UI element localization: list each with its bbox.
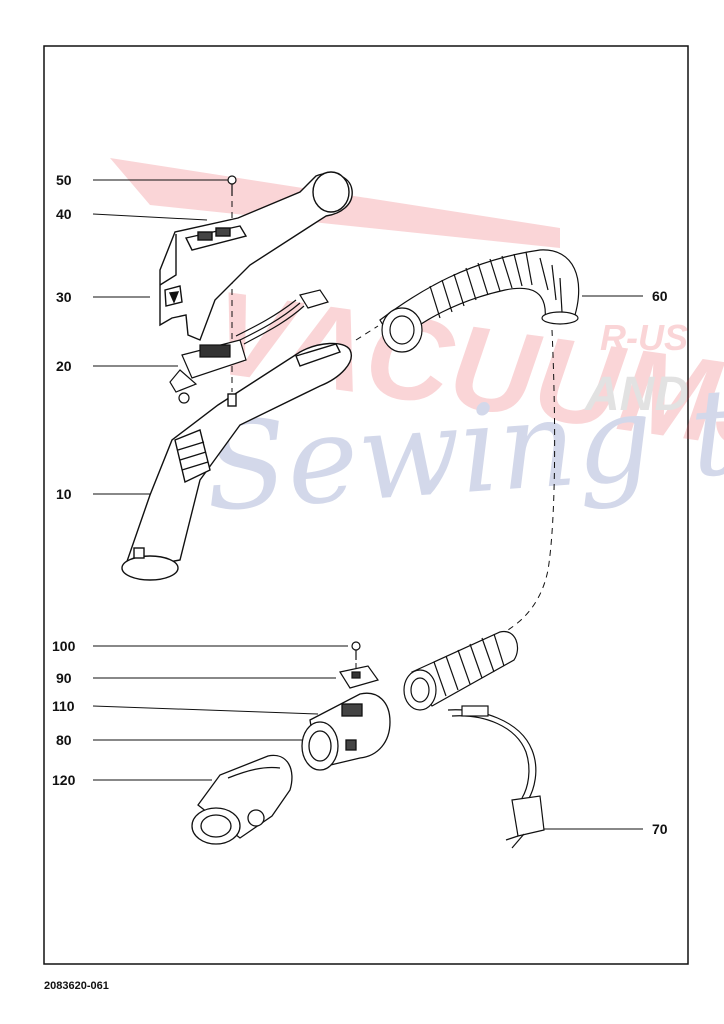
- callout-30: 30: [56, 289, 72, 305]
- callout-labels: 50 40 30 20 10 60 100 90 110 80 120 70: [52, 172, 668, 837]
- watermark-suffix-2: AND: [584, 368, 689, 421]
- part-60-hose-upper: [379, 249, 580, 353]
- part-120-angled-nozzle: [191, 754, 293, 845]
- part-90-clip: [339, 665, 379, 689]
- part-100-screw: [351, 641, 361, 660]
- callout-10: 10: [56, 486, 72, 502]
- callout-20: 20: [56, 358, 72, 374]
- part-20-switch-assembly: [169, 289, 329, 404]
- part-10-handle-base: [121, 342, 352, 581]
- part-50-screw: [227, 175, 237, 196]
- watermark-suffix-1: R-US: [600, 317, 688, 358]
- callout-60: 60: [652, 288, 668, 304]
- leader-lines: [92, 179, 643, 830]
- callout-40: 40: [56, 206, 72, 222]
- callout-50: 50: [56, 172, 72, 188]
- part-70-hose-lower-cord: [403, 630, 545, 849]
- callout-80: 80: [56, 732, 72, 748]
- drawing-frame: [43, 45, 689, 965]
- callout-100: 100: [52, 638, 76, 654]
- callout-110: 110: [52, 698, 75, 714]
- callout-90: 90: [56, 670, 72, 686]
- document-number: 2083620-061: [44, 980, 109, 992]
- callout-70: 70: [652, 821, 668, 837]
- callout-120: 120: [52, 772, 76, 788]
- part-80-110-swivel-connector: [301, 692, 391, 771]
- part-30-40-handle-cover: [159, 171, 353, 341]
